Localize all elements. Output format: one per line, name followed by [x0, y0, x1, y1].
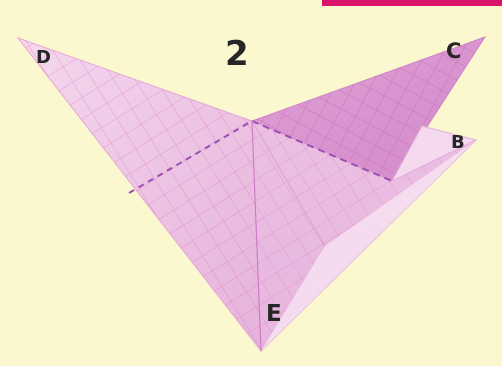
- vertex-label-d: D: [36, 49, 51, 67]
- step-number: 2: [225, 37, 249, 71]
- vertex-label-b: B: [451, 134, 465, 152]
- vertex-label-c: C: [446, 41, 461, 62]
- vertex-label-e: E: [266, 303, 282, 326]
